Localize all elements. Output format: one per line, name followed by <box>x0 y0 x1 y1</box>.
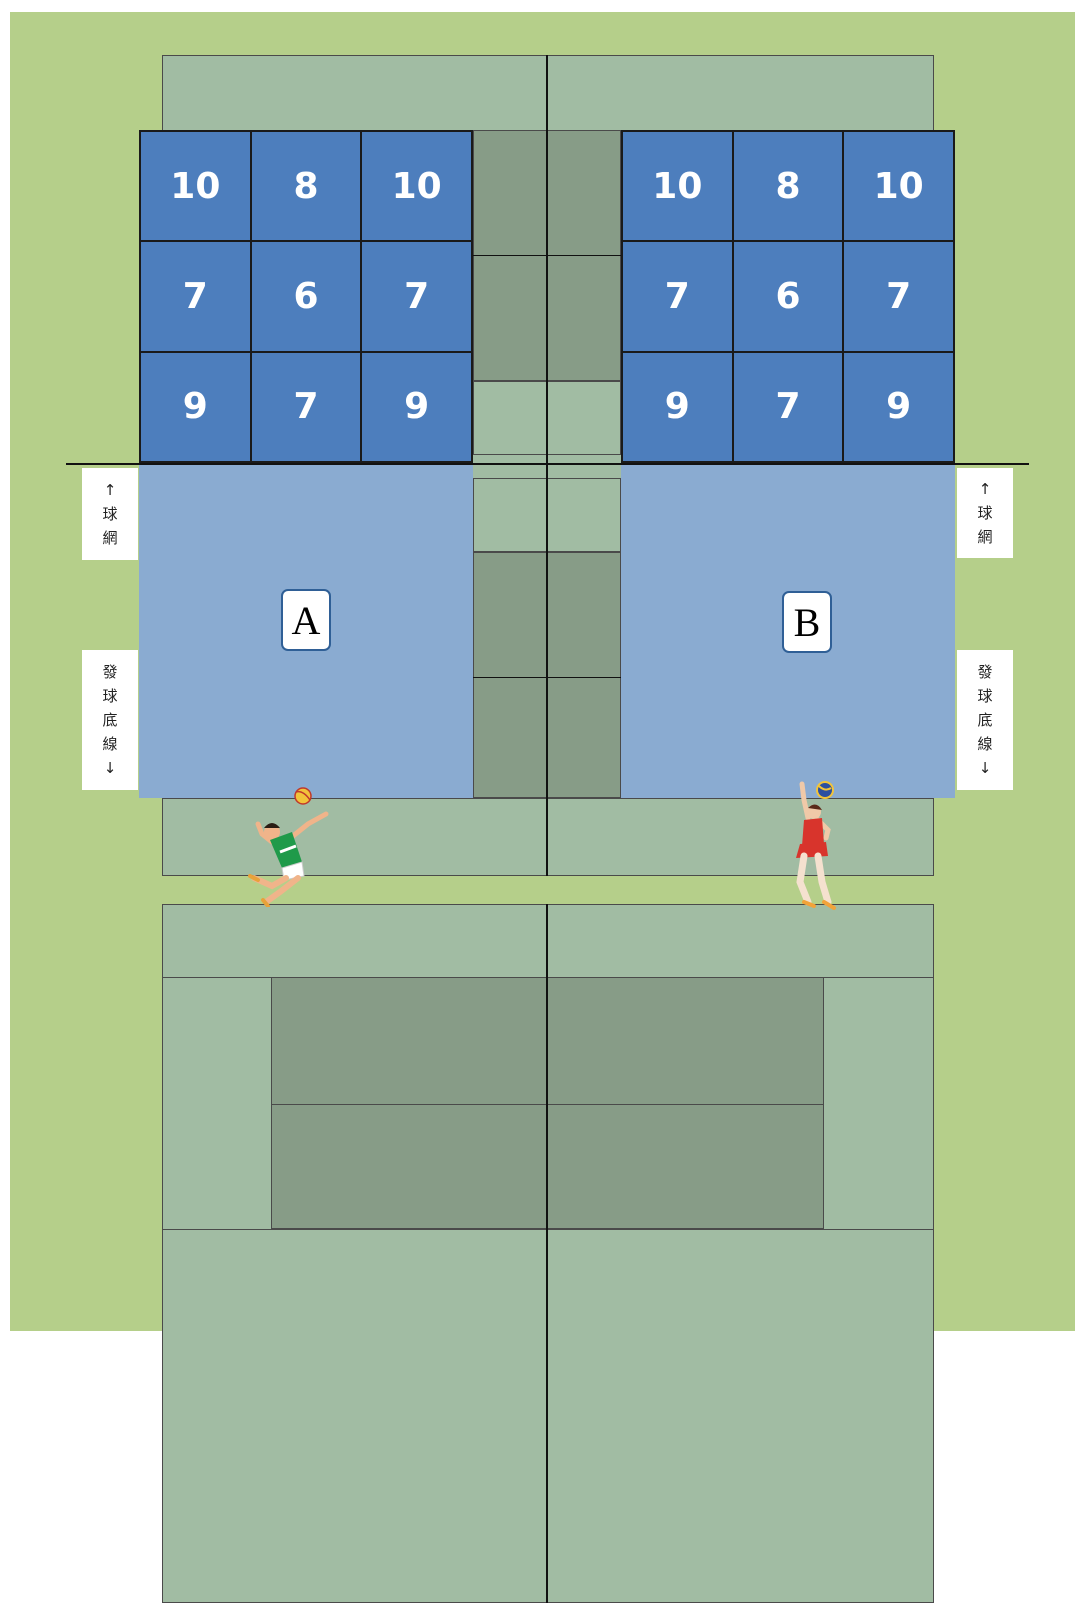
lower-court-bottom-line <box>162 1229 934 1230</box>
right-net-note: ↑ 球 網 <box>957 468 1013 558</box>
net-note-char: 球 <box>977 501 992 525</box>
right-grid-cell: 9 <box>843 352 954 462</box>
down-arrow-icon: ↓ <box>104 756 117 780</box>
upper-court-center-line <box>546 55 548 876</box>
left-grid-cell: 10 <box>361 131 472 241</box>
serve-note-char: 線 <box>977 732 992 756</box>
serve-note-char: 發 <box>102 660 117 684</box>
left-grid-cell: 7 <box>251 352 362 462</box>
lower-court-top-line <box>162 977 934 978</box>
right-grid-cell: 7 <box>622 241 733 351</box>
net-note-char: 球 <box>102 502 117 526</box>
serve-note-char: 球 <box>977 684 992 708</box>
down-arrow-icon: ↓ <box>979 756 992 780</box>
right-grid-cell: 8 <box>733 131 844 241</box>
lower-court-center-line <box>546 904 548 1603</box>
up-arrow-icon: ↑ <box>979 477 992 501</box>
serve-note-char: 線 <box>102 732 117 756</box>
right-grid-cell: 7 <box>843 241 954 351</box>
left-score-grid: 10 8 10 7 6 7 9 7 9 <box>139 130 473 463</box>
right-grid-cell: 10 <box>843 131 954 241</box>
left-grid-cell: 7 <box>361 241 472 351</box>
volleyball-player-green-icon <box>246 782 336 907</box>
left-grid-cell: 6 <box>251 241 362 351</box>
net-note-char: 網 <box>977 525 992 549</box>
left-grid-cell: 9 <box>140 352 251 462</box>
right-score-grid: 10 8 10 7 6 7 9 7 9 <box>621 130 955 463</box>
left-net-note: ↑ 球 網 <box>82 468 138 560</box>
net-note-char: 網 <box>102 526 117 550</box>
volleyball-player-red-icon <box>782 778 842 912</box>
right-serve-note: 發 球 底 線 ↓ <box>957 650 1013 790</box>
zone-b-label: B <box>782 591 832 653</box>
serve-note-char: 底 <box>102 708 117 732</box>
right-grid-cell: 6 <box>733 241 844 351</box>
left-grid-cell: 8 <box>251 131 362 241</box>
left-grid-cell: 9 <box>361 352 472 462</box>
left-grid-cell: 10 <box>140 131 251 241</box>
serve-note-char: 底 <box>977 708 992 732</box>
right-grid-cell: 7 <box>733 352 844 462</box>
zone-a-label: A <box>281 589 331 651</box>
serve-note-char: 發 <box>977 660 992 684</box>
up-arrow-icon: ↑ <box>104 478 117 502</box>
right-grid-cell: 9 <box>622 352 733 462</box>
serve-note-char: 球 <box>102 684 117 708</box>
right-grid-cell: 10 <box>622 131 733 241</box>
left-grid-cell: 7 <box>140 241 251 351</box>
left-serve-note: 發 球 底 線 ↓ <box>82 650 138 790</box>
